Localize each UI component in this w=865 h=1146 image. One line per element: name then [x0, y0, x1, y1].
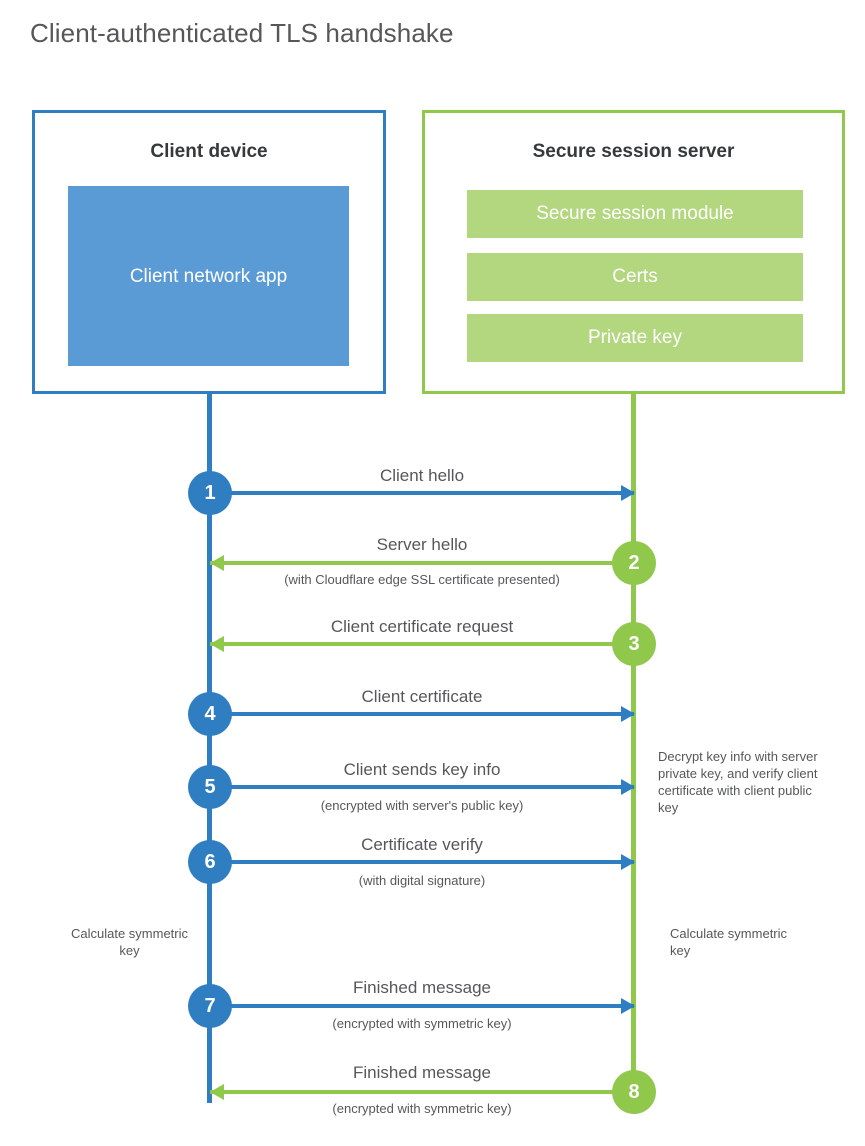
step-8-arrowhead: [210, 1084, 224, 1100]
step-7-badge: 7: [188, 984, 232, 1028]
server-bar-private-key: Private key: [467, 314, 803, 362]
server-decrypt-annotation: Decrypt key info with server private key…: [658, 749, 818, 815]
step-7-arrowhead: [621, 998, 635, 1014]
step-6-arrow-line: [210, 860, 634, 864]
step-7-label: Finished message: [353, 978, 491, 997]
step-2-badge: 2: [612, 541, 656, 585]
step-2-arrow-line: [210, 561, 634, 565]
step-6-label: Certificate verify: [361, 835, 483, 854]
step-5-sublabel: (encrypted with server's public key): [320, 798, 524, 813]
step-8-badge: 8: [612, 1070, 656, 1114]
step-5-badge: 5: [188, 765, 232, 809]
step-4-label: Client certificate: [361, 687, 483, 706]
step-8-sublabel: (encrypted with symmetric key): [332, 1101, 512, 1116]
step-5-arrowhead: [621, 779, 635, 795]
step-3-arrowhead: [210, 636, 224, 652]
step-8-label: Finished message: [353, 1063, 491, 1082]
client-network-app-block: Client network app: [68, 186, 349, 366]
secure-session-server-title: Secure session server: [532, 141, 735, 162]
step-7-arrow-line: [210, 1004, 634, 1008]
step-1-badge: 1: [188, 471, 232, 515]
step-3-arrow-line: [210, 642, 634, 646]
client-device-box: Client device Client network app: [32, 110, 386, 394]
step-1-arrowhead: [621, 485, 635, 501]
step-4-badge: 4: [188, 692, 232, 736]
step-1-label: Client hello: [379, 466, 465, 485]
server-bar-certs: Certs: [467, 253, 803, 301]
server-lifeline: [631, 394, 636, 1103]
step-5-arrow-line: [210, 785, 634, 789]
step-3-label: Client certificate request: [330, 617, 514, 636]
step-2-label: Server hello: [376, 535, 468, 554]
step-8-arrow-line: [210, 1090, 634, 1094]
client-calculate-symmetric-key-annotation: Calculate symmetric key: [70, 926, 189, 958]
server-bar-secure-session-module: Secure session module: [467, 190, 803, 238]
step-4-arrow-line: [210, 712, 634, 716]
step-5-label: Client sends key info: [343, 760, 501, 779]
secure-session-server-box: Secure session server Secure session mod…: [422, 110, 845, 394]
client-lifeline: [207, 394, 212, 1103]
step-1-arrow-line: [210, 491, 634, 495]
step-6-sublabel: (with digital signature): [358, 873, 486, 888]
step-3-badge: 3: [612, 622, 656, 666]
client-device-title: Client device: [150, 141, 268, 162]
step-6-arrowhead: [621, 854, 635, 870]
step-2-sublabel: (with Cloudflare edge SSL certificate pr…: [284, 572, 560, 587]
page-title: Client-authenticated TLS handshake: [30, 18, 454, 48]
server-calculate-symmetric-key-annotation: Calculate symmetric key: [670, 926, 788, 958]
step-6-badge: 6: [188, 840, 232, 884]
step-4-arrowhead: [621, 706, 635, 722]
step-7-sublabel: (encrypted with symmetric key): [332, 1016, 512, 1031]
step-2-arrowhead: [210, 555, 224, 571]
